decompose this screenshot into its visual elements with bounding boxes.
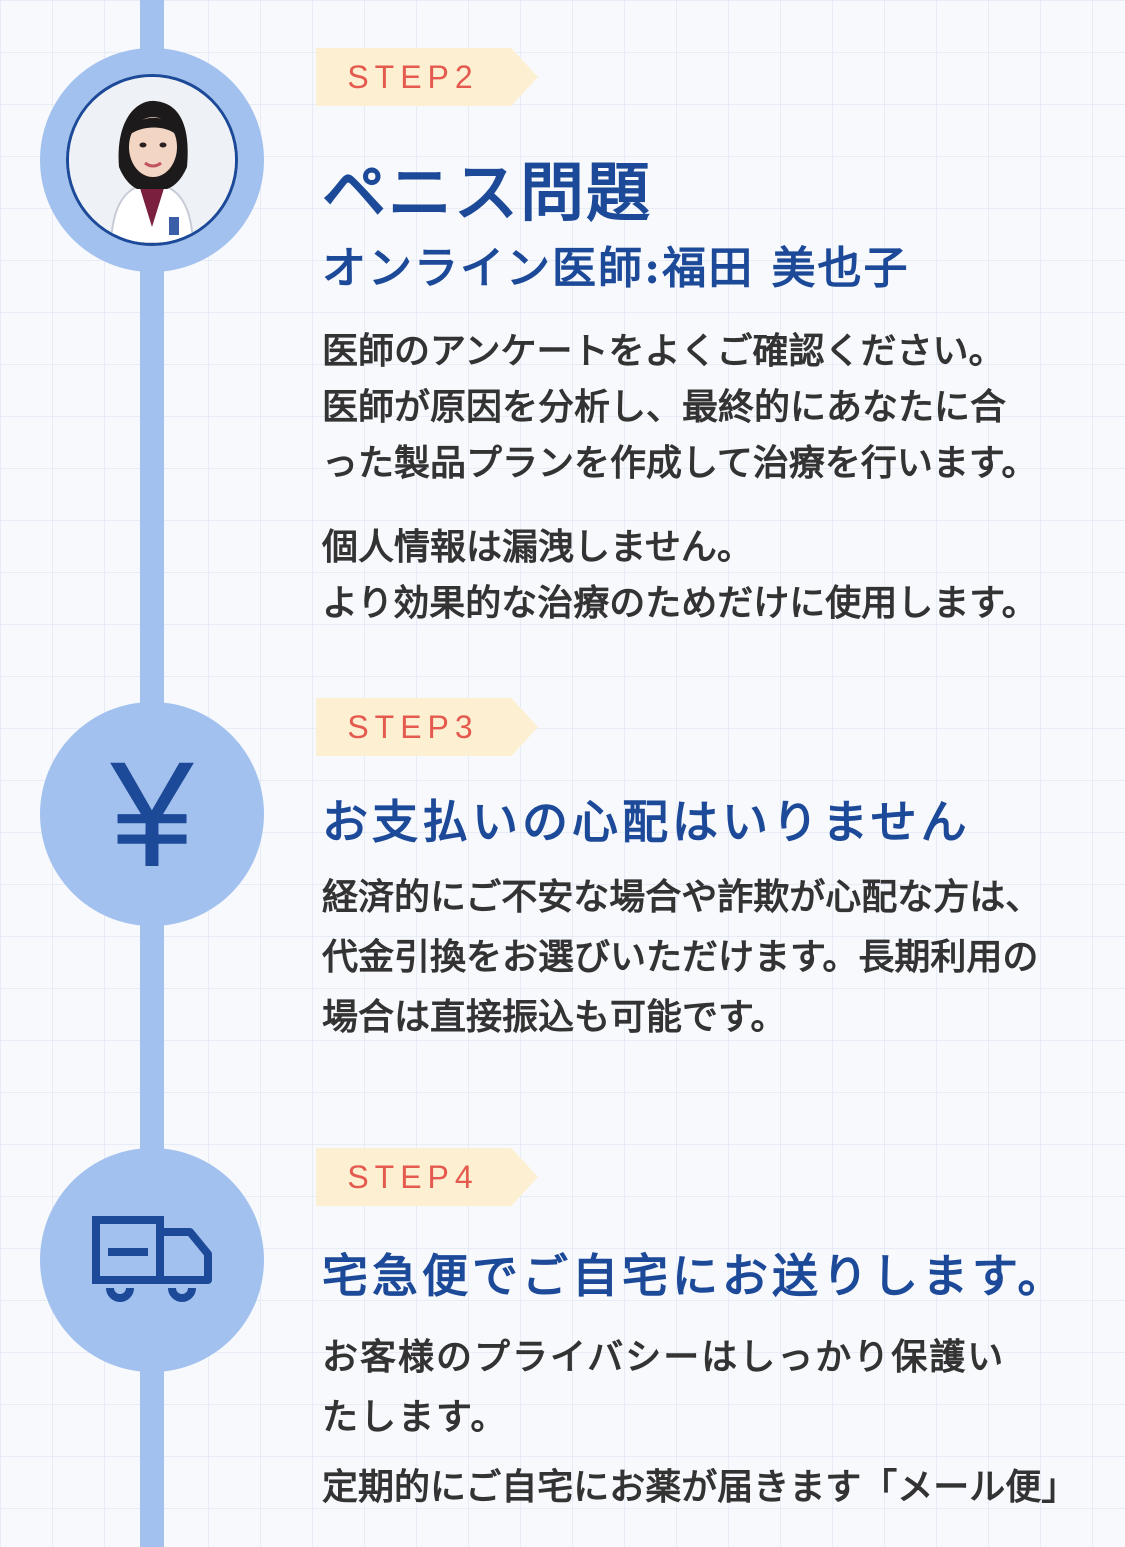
step4-paragraph-2: 定期的にご自宅にお薬が届きます「メール便」 [322,1460,1077,1516]
text-line: 定期的にご自宅にお薬が届きます「メール便」 [322,1467,1078,1508]
text-line: 場合は直接振込も可能です。 [322,997,787,1038]
step4-title: 宅急便でご自宅にお送りします。 [322,1249,1068,1303]
step4-badge: STEP4 [316,1148,538,1206]
yen-icon: ¥ [110,730,194,898]
step3-badge: STEP3 [316,698,538,756]
step2-title: ペニス問題 [322,156,652,231]
step4-paragraph-1: お客様のプライバシーはしっかり保護い たします。 [322,1328,1005,1448]
text-line: 経済的にご不安な場合や詐欺が心配な方は、 [322,877,1042,918]
step3-circle: ¥ [40,702,264,926]
truck-icon [92,1216,212,1302]
step2-paragraph-1: 医師のアンケートをよくご確認ください。 医師が原因を分析し、最終的にあなたに合 … [322,324,1037,492]
step3-title: お支払いの心配はいりません [322,795,971,849]
text-line: たします。 [322,1397,509,1438]
text-line: より効果的な治療のためだけに使用します。 [322,583,1038,624]
step2-subtitle: オンライン医師:福田 美也子 [322,243,910,294]
text-line: 医師が原因を分析し、最終的にあなたに合 [322,387,1007,428]
step2-circle [40,48,264,272]
doctor-avatar [66,74,238,246]
text-line: お客様のプライバシーはしっかり保護い [322,1337,1006,1378]
step4-circle [40,1148,264,1372]
text-line: 個人情報は漏洩しません。 [322,527,753,568]
step2-paragraph-2: 個人情報は漏洩しません。 より効果的な治療のためだけに使用します。 [322,520,1038,632]
text-line: った製品プランを作成して治療を行います。 [322,443,1038,484]
step2-badge: STEP2 [316,48,538,106]
text-line: 医師のアンケートをよくご確認ください。 [322,331,1005,372]
step3-paragraph-1: 経済的にご不安な場合や詐欺が心配な方は、 代金引換をお選びいただけます。長期利用… [322,868,1041,1048]
text-line: 代金引換をお選びいただけます。長期利用の [322,937,1039,978]
